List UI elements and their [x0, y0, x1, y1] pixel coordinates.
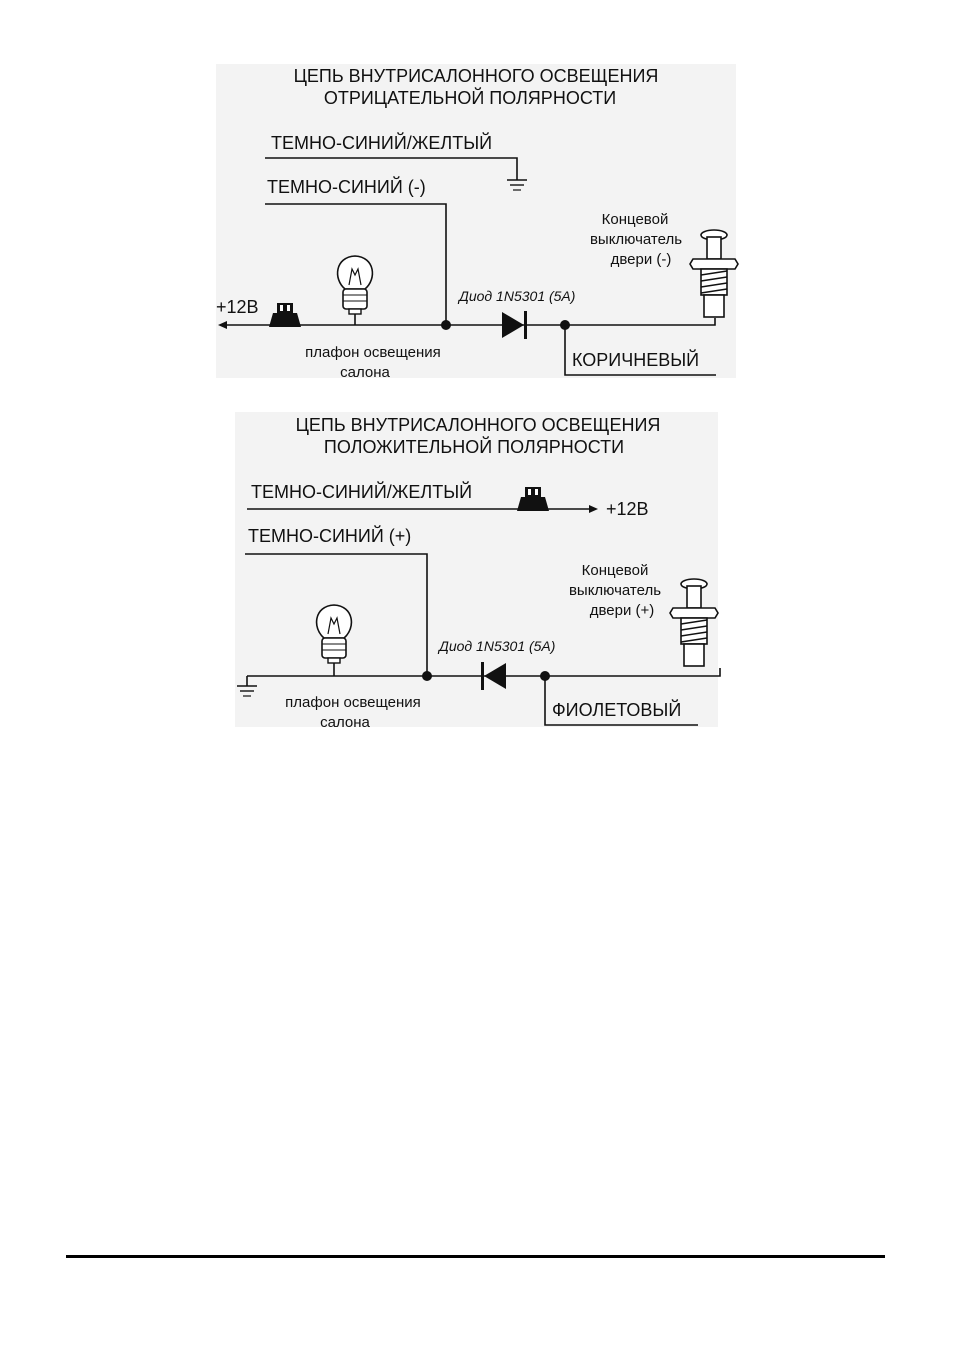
negative-lamp-label-line2: салона — [340, 364, 390, 381]
positive-arrow-icon — [589, 505, 598, 513]
negative-arrow-icon — [218, 321, 227, 329]
negative-lamp-icon — [336, 255, 374, 315]
negative-wire-top-label: ТЕМНО-СИНИЙ/ЖЕЛТЫЙ — [271, 132, 492, 153]
negative-title-line1: ЦЕПЬ ВНУТРИСАЛОННОГО ОСВЕЩЕНИЯ — [294, 66, 659, 86]
positive-ground-icon — [237, 685, 257, 697]
negative-wire-second — [265, 203, 447, 325]
negative-switch-label-line1: Концевой — [602, 211, 669, 228]
negative-supply-label: +12В — [216, 297, 259, 317]
positive-lamp-label-line1: плафон освещения — [285, 694, 421, 711]
negative-lamp-label-line1: плафон освещения — [305, 344, 441, 361]
negative-wire-top — [265, 157, 518, 180]
positive-polarity-diagram: ЦЕПЬ ВНУТРИСАЛОННОГО ОСВЕЩЕНИЯ ПОЛОЖИТЕЛ… — [237, 415, 721, 731]
positive-switch-label-line3: двери (+) — [590, 602, 655, 619]
positive-diagram-background — [235, 412, 718, 727]
positive-wire-bottom-label: ФИОЛЕТОВЫЙ — [552, 699, 681, 720]
positive-title-line2: ПОЛОЖИТЕЛЬНОЙ ПОЛЯРНОСТИ — [324, 436, 624, 457]
negative-switch-label-line3: двери (-) — [611, 251, 672, 268]
negative-wire-second-label: ТЕМНО-СИНИЙ (-) — [267, 176, 426, 197]
positive-wire-bottom — [544, 676, 698, 726]
negative-switch-label-line2: выключатель — [590, 231, 682, 248]
positive-diode-label: Диод 1N5301 (5A) — [437, 638, 555, 654]
positive-wire-second — [245, 553, 428, 676]
negative-title-line2: ОТРИЦАТЕЛЬНОЙ ПОЛЯРНОСТИ — [324, 87, 616, 108]
negative-ground-icon — [507, 179, 527, 191]
positive-main-wire — [247, 668, 721, 677]
negative-diode-icon — [502, 311, 527, 339]
negative-junction-dot — [441, 320, 451, 330]
positive-door-switch-icon — [669, 578, 719, 667]
positive-switch-label-line1: Концевой — [582, 562, 649, 579]
positive-diode-icon — [481, 662, 506, 690]
positive-fuse-icon — [517, 487, 549, 511]
positive-wire-second-label: ТЕМНО-СИНИЙ (+) — [248, 525, 411, 546]
positive-wire-top-label: ТЕМНО-СИНИЙ/ЖЕЛТЫЙ — [251, 481, 472, 502]
negative-fuse-icon — [269, 303, 301, 327]
negative-polarity-diagram: ЦЕПЬ ВНУТРИСАЛОННОГО ОСВЕЩЕНИЯ ОТРИЦАТЕЛ… — [216, 66, 739, 381]
negative-switch-lead — [702, 318, 716, 326]
negative-wire-bottom — [564, 325, 716, 376]
positive-title-line1: ЦЕПЬ ВНУТРИСАЛОННОГО ОСВЕЩЕНИЯ — [296, 415, 661, 435]
positive-lamp-icon — [315, 604, 353, 664]
positive-lamp-label-line2: салона — [320, 714, 370, 731]
positive-supply-label: +12В — [606, 499, 649, 519]
negative-door-switch-icon — [689, 229, 739, 318]
positive-switch-label-line2: выключатель — [569, 582, 661, 599]
positive-junction-dot — [422, 671, 432, 681]
footer-rule — [66, 1255, 885, 1258]
negative-diode-label: Диод 1N5301 (5A) — [457, 288, 575, 304]
negative-wire-bottom-label: КОРИЧНЕВЫЙ — [572, 349, 699, 370]
